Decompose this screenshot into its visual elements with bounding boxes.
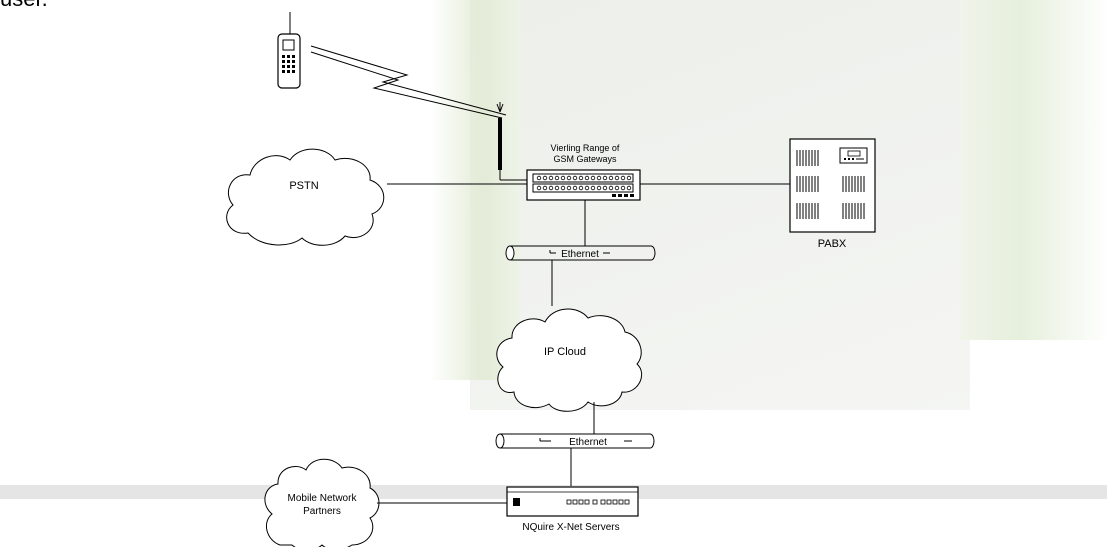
background-edge-left [430,0,520,380]
gsm-gateway-icon [526,169,641,201]
pstn-label: PSTN [289,180,318,192]
mobile-partners-label-line1: Mobile Network [288,493,358,504]
ip-cloud-shape [496,308,643,412]
top-text-fragment: user. [0,0,48,12]
mobile-partners-cloud-shape [264,458,380,547]
antenna-icon [496,102,527,181]
gateway-label-line2: GSM Gateways [553,154,617,164]
ethernet-top-label: Ethernet [561,249,599,260]
ip-cloud-label: IP Cloud [544,346,586,358]
mobile-phone-icon [277,12,301,89]
ethernet-bottom-label: Ethernet [569,437,607,448]
gateway-label-line1: Vierling Range of [551,143,620,153]
nquire-server-icon [506,486,639,517]
pabx-icon [789,138,876,233]
ethernet-bottom-bus [495,433,655,449]
ethernet-top-bus [505,245,656,261]
mobile-partners-label-line2: Partners [303,506,341,517]
background-edge-right [960,0,1107,340]
wireless-link [310,45,507,116]
pstn-cloud-shape [226,148,385,246]
nquire-label: NQuire X-Net Servers [522,522,619,533]
pabx-label: PABX [818,238,847,250]
